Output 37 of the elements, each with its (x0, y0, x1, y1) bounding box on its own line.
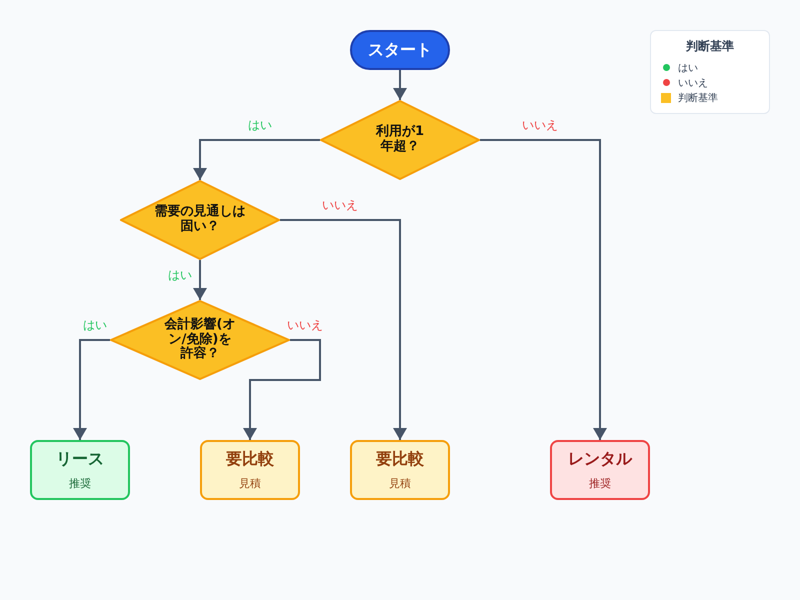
result-note: 見積 (389, 476, 411, 491)
edge-label: はい (247, 118, 273, 132)
decision-diamond (320, 100, 480, 180)
decision-question: 利用が1年超？ (376, 125, 424, 155)
result-title: 要比較 (226, 449, 274, 470)
result-box (30, 440, 130, 500)
flow-arrow (243, 339, 321, 440)
edge-label: いいえ (321, 198, 359, 212)
legend-title: 判断基準 (684, 38, 735, 55)
flow-arrow (393, 70, 407, 100)
decision-question: 会計影響(オン/免除)を許容？ (164, 318, 236, 362)
result-note: 推奨 (69, 476, 91, 491)
edge-label: はい (82, 318, 108, 332)
edge-label: いいえ (286, 318, 324, 332)
flow-arrow (193, 260, 207, 300)
result-title: 要比較 (376, 449, 424, 470)
start-label: スタート (368, 40, 432, 60)
edge-label: いいえ (521, 118, 559, 132)
decision-diamond (110, 300, 290, 380)
result-note: 見積 (239, 476, 261, 491)
result-note: 推奨 (589, 476, 611, 491)
edge-label: はい (167, 268, 193, 282)
result-box (350, 440, 450, 500)
result-box (550, 440, 650, 500)
flow-arrow (480, 139, 607, 440)
flow-arrow (73, 339, 110, 440)
legend-text: はい (678, 62, 698, 74)
flow-arrow (193, 139, 320, 180)
result-title: リース (56, 449, 104, 470)
start-terminal (350, 30, 450, 70)
legend-text: 判断基準 (678, 92, 718, 104)
decision-question: 需要の見通しは固い？ (154, 205, 246, 235)
flow-arrow (280, 219, 407, 440)
result-title: レンタル (568, 449, 632, 470)
legend-text: いいえ (678, 76, 708, 90)
decision-diamond (120, 180, 280, 260)
result-box (200, 440, 300, 500)
